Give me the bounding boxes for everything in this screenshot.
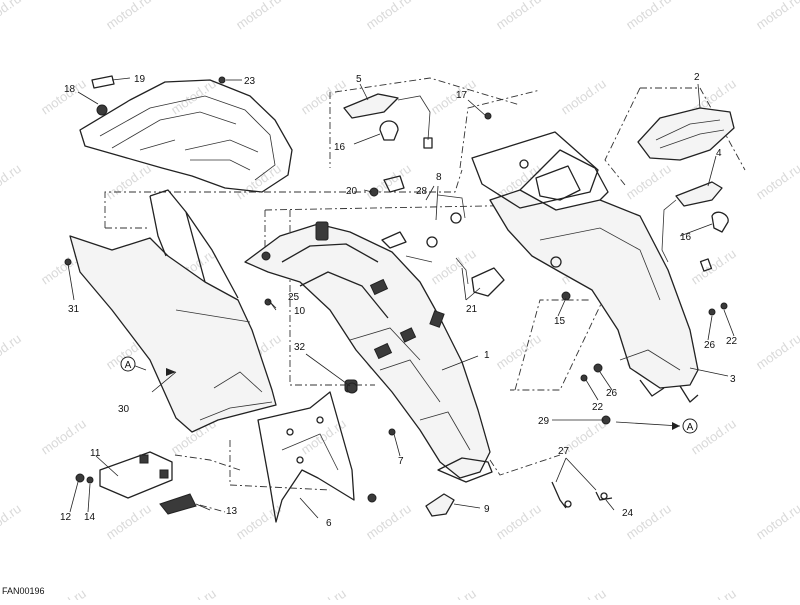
watermark-text: motod.ru xyxy=(38,76,89,118)
watermark-text: motod.ru xyxy=(558,76,609,118)
watermark-text: motod.ru xyxy=(753,161,800,203)
latch-hardware-parts xyxy=(381,175,505,297)
plate-light-part xyxy=(425,493,455,517)
callout-18: 18 xyxy=(64,84,76,95)
plate-bracket-part xyxy=(257,391,355,523)
watermark-text: motod.ru xyxy=(688,246,739,288)
callout-23: 23 xyxy=(244,76,256,87)
watermark-text: motod.ru xyxy=(0,0,24,32)
callout-32: 32 xyxy=(294,342,306,353)
reflector-part xyxy=(159,493,197,515)
bulb-parts xyxy=(379,120,729,233)
watermark-text: motod.ru xyxy=(428,586,479,600)
callout-8: 8 xyxy=(436,172,442,183)
callout-21: 21 xyxy=(466,304,478,315)
watermark-text: motod.ru xyxy=(233,161,284,203)
watermark-text: motod.ru xyxy=(493,501,544,543)
fastener-parts xyxy=(64,75,728,503)
callout-9: 9 xyxy=(484,504,490,515)
watermark-text: motod.ru xyxy=(38,586,89,600)
callout-24: 24 xyxy=(622,508,634,519)
callout-3: 3 xyxy=(730,374,736,385)
tail-rack-part xyxy=(79,79,293,193)
watermark-text: motod.ru xyxy=(363,0,414,32)
callout-29: 29 xyxy=(538,416,550,427)
callout-22a: 22 xyxy=(726,336,738,347)
rear-fender-part xyxy=(69,189,277,433)
watermark-text: motod.ru xyxy=(298,586,349,600)
callout-5: 5 xyxy=(356,74,362,85)
watermark-text: motod.ru xyxy=(103,161,154,203)
leader-lines xyxy=(67,77,735,519)
callout-31: 31 xyxy=(68,304,80,315)
watermark-text: motod.ru xyxy=(233,0,284,32)
watermark-text: motod.ru xyxy=(0,331,24,373)
callout-26b: 26 xyxy=(606,388,618,399)
callout-25: 25 xyxy=(288,292,300,303)
diagram-code: FAN00196 xyxy=(2,586,45,596)
watermark-text: motod.ru xyxy=(0,161,24,203)
watermark-text: motod.ru xyxy=(623,0,674,32)
reference-arrows xyxy=(166,368,680,430)
side-panel-part xyxy=(489,149,699,403)
callout-16a: 16 xyxy=(334,142,346,153)
watermark-text: motod.ru xyxy=(753,501,800,543)
watermark-text: motod.ru xyxy=(103,501,154,543)
watermark-text: motod.ru xyxy=(0,501,24,543)
watermark-text: motod.ru xyxy=(363,501,414,543)
callout-28: 28 xyxy=(416,186,428,197)
callout-30: 30 xyxy=(118,404,130,415)
assembly-dash-lines xyxy=(104,77,746,513)
callout-22b: 22 xyxy=(592,402,604,413)
callout-26a: 26 xyxy=(704,340,716,351)
callout-17: 17 xyxy=(456,90,468,101)
watermark-text: motod.ru xyxy=(168,586,219,600)
tail-frame-part xyxy=(244,221,493,483)
callout-11: 11 xyxy=(90,448,101,459)
watermark-text: motod.ru xyxy=(493,331,544,373)
watermark-text: motod.ru xyxy=(493,0,544,32)
watermark-text: motod.ru xyxy=(623,161,674,203)
callout-27: 27 xyxy=(558,446,570,457)
part-callouts: 1 2 3 4 5 6 7 8 9 10 11 12 13 14 15 16 1… xyxy=(60,72,738,529)
plate-light-holder-part xyxy=(99,451,173,499)
watermark-text: motod.ru xyxy=(688,586,739,600)
callout-15: 15 xyxy=(554,316,566,327)
watermark-text: motod.ru xyxy=(623,501,674,543)
callout-19: 19 xyxy=(134,74,146,85)
watermark-text: motod.ru xyxy=(298,416,349,458)
callout-7: 7 xyxy=(398,456,404,467)
callout-13: 13 xyxy=(226,506,238,517)
watermark-text: motod.ru xyxy=(753,331,800,373)
callout-14: 14 xyxy=(84,512,96,523)
right-turn-signal-part xyxy=(661,181,723,272)
watermark-text: motod.ru xyxy=(428,246,479,288)
reference-marker-a: A A xyxy=(120,356,698,434)
watermark-text: motod.ru xyxy=(363,161,414,203)
watermark-text: motod.ru xyxy=(298,76,349,118)
reference-marker-right: A xyxy=(687,422,694,433)
watermark-text: motod.ru xyxy=(558,586,609,600)
callout-20: 20 xyxy=(346,186,358,197)
wiring-part xyxy=(551,481,613,509)
watermark-text: motod.ru xyxy=(428,76,479,118)
callout-16b: 16 xyxy=(680,232,692,243)
watermark-text: motod.ru xyxy=(103,0,154,32)
watermark-text: motod.ru xyxy=(38,416,89,458)
callout-6: 6 xyxy=(326,518,332,529)
callout-12: 12 xyxy=(60,512,72,523)
callout-2: 2 xyxy=(694,72,700,83)
watermark-text: motod.ru xyxy=(753,0,800,32)
left-turn-signal-part xyxy=(343,93,433,149)
callout-10: 10 xyxy=(294,306,306,317)
callout-4: 4 xyxy=(716,148,722,159)
tail-light-part xyxy=(637,107,735,161)
callout-1: 1 xyxy=(484,350,490,361)
support-plate-part xyxy=(471,131,599,209)
reference-marker-left: A xyxy=(125,360,132,371)
